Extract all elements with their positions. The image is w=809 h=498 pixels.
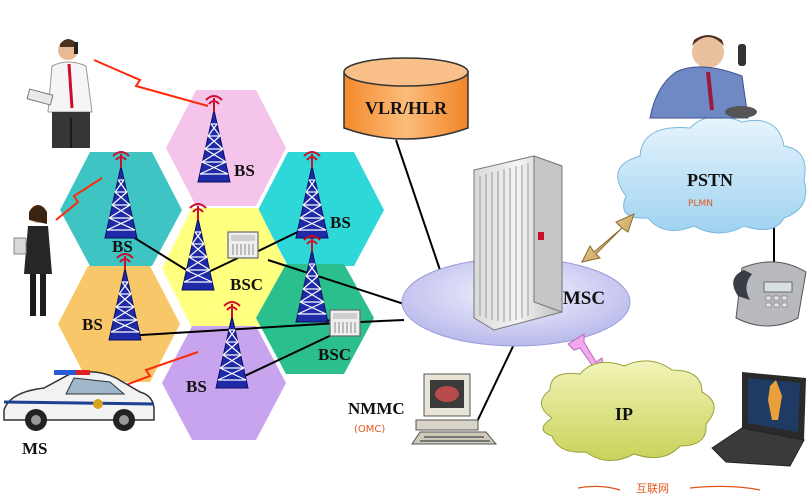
desk-phone-icon xyxy=(733,261,807,327)
ip-annotation-marks xyxy=(577,485,761,491)
pstn-annotation: PLMN xyxy=(688,199,713,209)
msc-pstn-arrow-icon xyxy=(581,213,635,263)
bs-label-orange: BS xyxy=(82,315,103,334)
ms-label: MS xyxy=(22,439,48,458)
phone-user-man-icon xyxy=(649,35,757,119)
bsc-label-green: BSC xyxy=(318,345,351,364)
mobile-user-woman-icon xyxy=(13,205,52,316)
ip-label: IP xyxy=(615,404,633,424)
bsc-box-green xyxy=(329,309,361,337)
pstn-cloud xyxy=(617,115,807,234)
msc-label: MSC xyxy=(563,288,605,309)
mobile-user-man-icon xyxy=(26,39,93,148)
nmmc-label: NMMC xyxy=(348,399,405,418)
ip-annotation: 互联网 xyxy=(636,482,669,495)
bs-label-teal: BS xyxy=(112,237,133,256)
nmmc-annotation: (OMC) xyxy=(354,424,385,435)
bsc-label-yellow: BSC xyxy=(230,275,263,294)
ip-cloud xyxy=(541,360,715,461)
bs-label-purple: BS xyxy=(186,377,207,396)
laptop-icon xyxy=(711,372,806,467)
vlr-hlr-label: VLR/HLR xyxy=(365,98,448,118)
msc-switch-rack-icon xyxy=(473,155,563,331)
pstn-label: PSTN xyxy=(687,170,733,190)
bs-label-pink: BS xyxy=(234,161,255,180)
nmmc-computer-icon xyxy=(411,373,498,445)
bsc-box-yellow xyxy=(227,231,259,259)
bs-label-cyan: BS xyxy=(330,213,351,232)
hex-cell-pink xyxy=(166,90,286,206)
police-car-icon xyxy=(3,370,155,431)
vlr-hlr-database-icon xyxy=(343,57,469,140)
